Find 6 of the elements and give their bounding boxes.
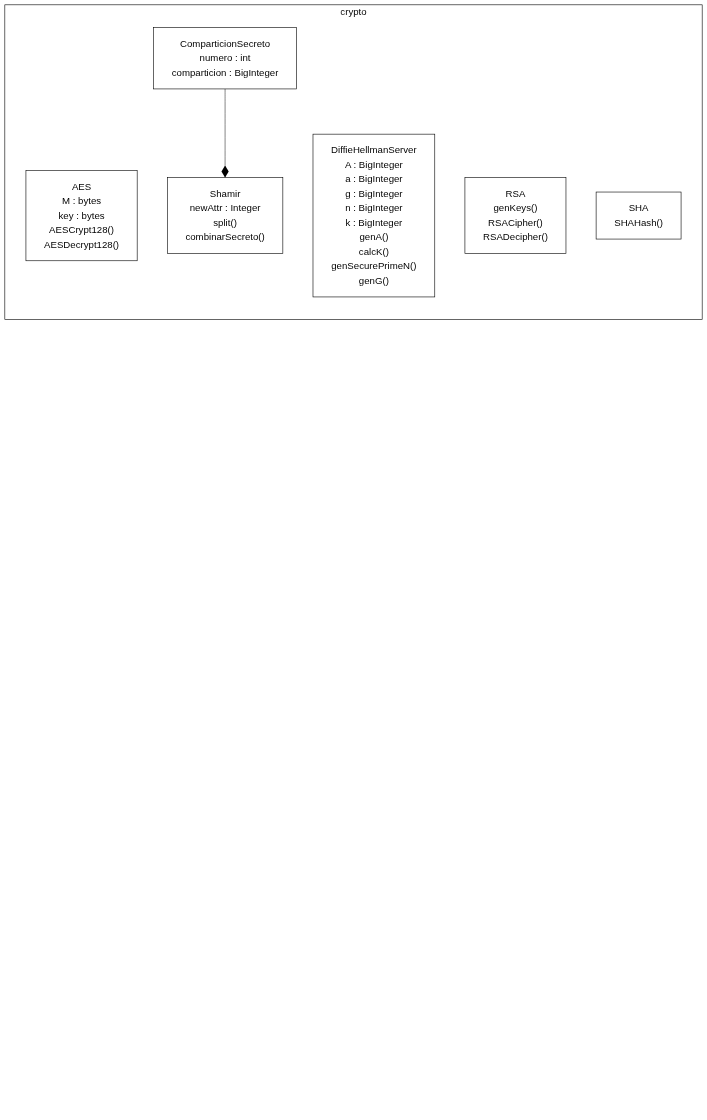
node-box: Shamir newAttr : Integer split() combinarSecreto() — [167, 177, 284, 254]
node-box: DiffieHellmanServer A : BigInteger a : BigInteger g : BigInteger n : BigInteger k : BigInteger genA() calcK() genSecurePrimeN() genG() — [312, 133, 436, 298]
node-box: AES M : bytes key : bytes AESCrypt128() AESDecrypt128() — [25, 170, 138, 262]
node-box: SHA SHAHash() — [595, 191, 682, 240]
node-box: ComparticionSecreto numero : int comparticion : BigInteger — [153, 27, 297, 90]
node-box: RSA genKeys() RSACipher() RSADecipher() — [464, 177, 567, 254]
